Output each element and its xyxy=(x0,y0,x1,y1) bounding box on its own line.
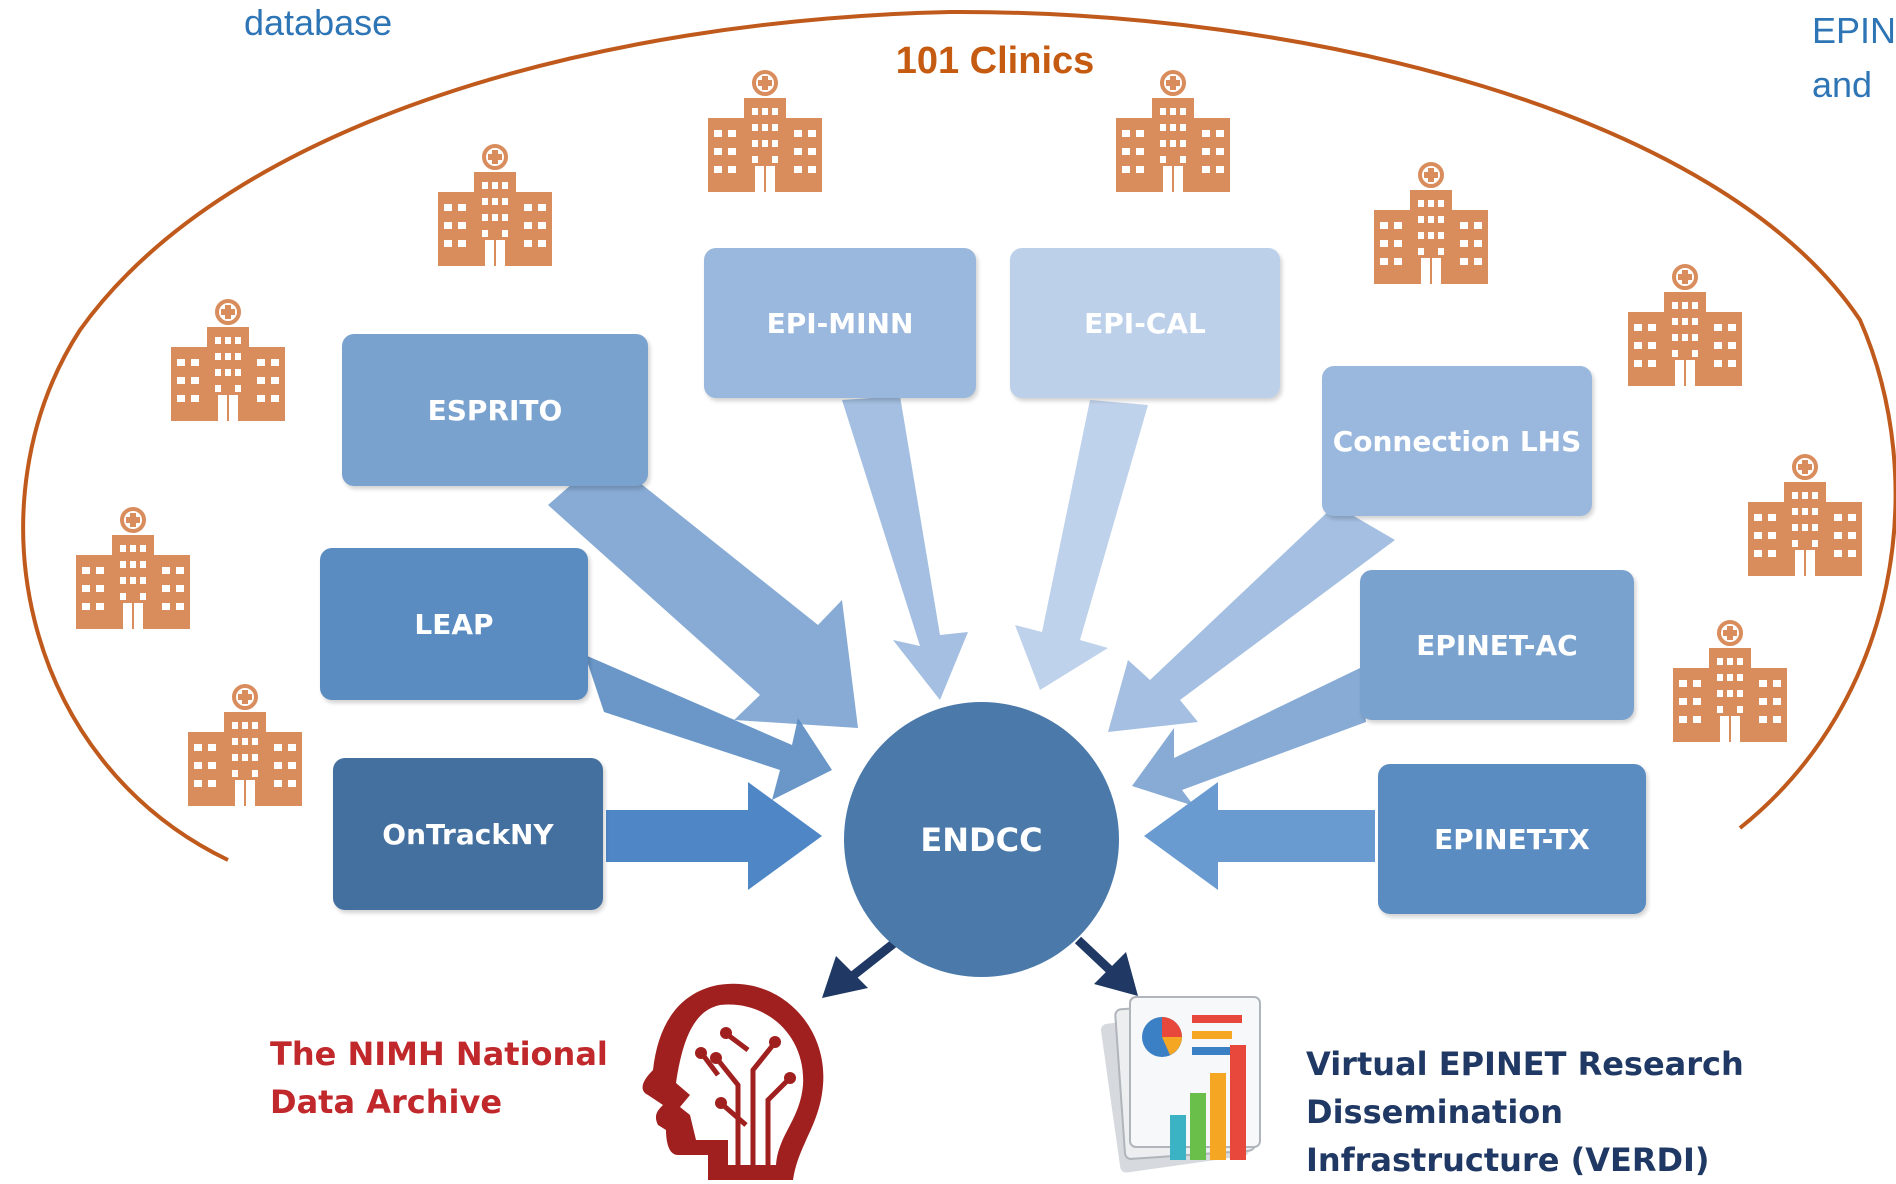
program-label: EPI-MINN xyxy=(766,306,914,340)
hospital-icon xyxy=(706,70,824,194)
program-label: EPINET-TX xyxy=(1434,822,1590,856)
hub-label: ENDCC xyxy=(920,820,1043,859)
arrow-leap xyxy=(585,655,832,800)
edge-text-top-right-line1: EPIN xyxy=(1812,10,1896,51)
arrow-to-verdi-head xyxy=(1094,952,1138,996)
hospital-icon xyxy=(1746,454,1864,578)
program-box-ontrackny: OnTrackNY xyxy=(333,758,603,910)
verdi-label-line3: Infrastructure (VERDI) xyxy=(1306,1141,1710,1179)
arrow-to-nda-head xyxy=(822,956,868,998)
program-label: OnTrackNY xyxy=(382,817,554,851)
hospital-icon xyxy=(169,299,287,423)
outbound-arrows xyxy=(822,936,1138,998)
hospital-icon xyxy=(1372,162,1490,286)
program-label: Connection LHS xyxy=(1332,424,1582,458)
hospital-icon xyxy=(74,507,192,631)
program-box-leap: LEAP xyxy=(320,548,588,700)
arrow-ontrackny xyxy=(606,782,822,890)
nda-label: The NIMH National Data Archive xyxy=(270,1030,608,1126)
program-label: ESPRITO xyxy=(427,393,563,427)
hospital-icon xyxy=(1114,70,1232,194)
brain-circuit-icon xyxy=(642,983,824,1180)
clinics-ellipse-boundary xyxy=(21,9,1896,862)
arrow-to-nda xyxy=(847,936,901,982)
nda-label-line1: The NIMH National xyxy=(270,1035,608,1073)
clinics-title: 101 Clinics xyxy=(895,40,1095,82)
hospital-icon xyxy=(1626,264,1744,388)
verdi-label-line2: Dissemination xyxy=(1306,1093,1564,1131)
verdi-label-line1: Virtual EPINET Research xyxy=(1306,1045,1744,1083)
program-box-connection-lhs: Connection LHS xyxy=(1322,366,1592,516)
arrow-epinet-ac xyxy=(1132,668,1366,806)
program-label: EPI-CAL xyxy=(1084,306,1206,340)
endcc-hub: ENDCC xyxy=(844,702,1119,977)
hospital-icon xyxy=(1671,620,1789,744)
inbound-arrows xyxy=(548,396,1395,890)
report-charts-icon xyxy=(1100,996,1261,1173)
edge-text-top-right-line2: and xyxy=(1812,64,1873,105)
program-box-epi-cal: EPI-CAL xyxy=(1010,248,1280,398)
edge-text-top-left: database xyxy=(244,2,393,43)
program-box-esprito: ESPRITO xyxy=(342,334,648,486)
arrow-epinet-tx xyxy=(1144,782,1375,890)
hospital-icon xyxy=(186,684,304,808)
nda-label-line2: Data Archive xyxy=(270,1083,503,1121)
arrow-connection-lhs xyxy=(1108,505,1395,732)
arrow-epi-cal xyxy=(1015,400,1148,690)
program-label: EPINET-AC xyxy=(1416,628,1578,662)
program-box-epinet-tx: EPINET-TX xyxy=(1378,764,1646,914)
hospital-icon xyxy=(436,144,554,268)
verdi-label: Virtual EPINET Research Dissemination In… xyxy=(1306,1040,1744,1184)
arrow-epi-minn xyxy=(842,396,968,700)
arrow-to-verdi xyxy=(1074,936,1116,976)
program-box-epinet-ac: EPINET-AC xyxy=(1360,570,1634,720)
program-label: LEAP xyxy=(414,607,494,641)
arrow-esprito xyxy=(548,455,858,728)
program-box-epi-minn: EPI-MINN xyxy=(704,248,976,398)
